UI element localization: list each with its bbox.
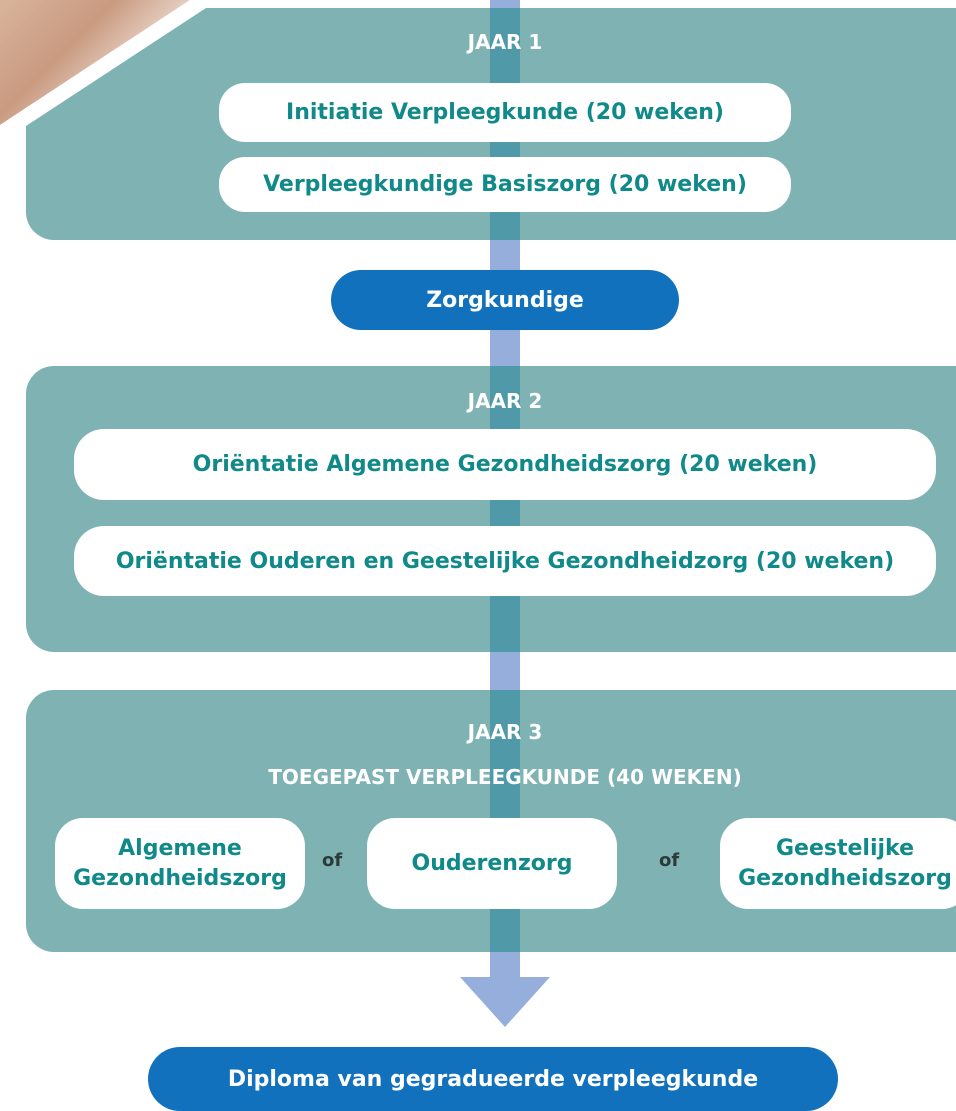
- option-line: Algemene: [118, 835, 242, 861]
- option-line: Geestelijke: [775, 835, 914, 861]
- year3-option-geestelijke: Geestelijke Gezondheidszorg: [720, 818, 956, 909]
- year3-subtitle: TOEGEPAST VERPLEEGKUNDE (40 WEKEN): [268, 765, 742, 789]
- year3-label: JAAR 3: [467, 720, 543, 744]
- option-line: Gezondheidszorg: [738, 865, 952, 891]
- year2-course-1: Oriëntatie Algemene Gezondheidszorg (20 …: [74, 429, 936, 500]
- year3-option-algemene: Algemene Gezondheidszorg: [55, 818, 305, 909]
- year1-label: JAAR 1: [467, 30, 543, 54]
- diploma-pill: Diploma van gegradueerde verpleegkunde: [148, 1047, 838, 1111]
- year2-course-2: Oriëntatie Ouderen en Geestelijke Gezond…: [74, 526, 936, 596]
- option-line: Ouderenzorg: [411, 850, 573, 876]
- year2-label: JAAR 2: [467, 389, 543, 413]
- year1-course-1: Initiatie Verpleegkunde (20 weken): [219, 83, 791, 142]
- separator-of: of: [659, 850, 680, 871]
- option-line: Gezondheidszorg: [73, 865, 287, 891]
- milestone-zorgkundige: Zorgkundige: [331, 270, 679, 330]
- arrow-overlap-year2: [490, 366, 520, 652]
- separator-of: of: [322, 850, 343, 871]
- year3-option-ouderenzorg: Ouderenzorg: [367, 818, 617, 909]
- year1-course-2: Verpleegkundige Basiszorg (20 weken): [219, 157, 791, 212]
- arrow-head: [460, 977, 550, 1027]
